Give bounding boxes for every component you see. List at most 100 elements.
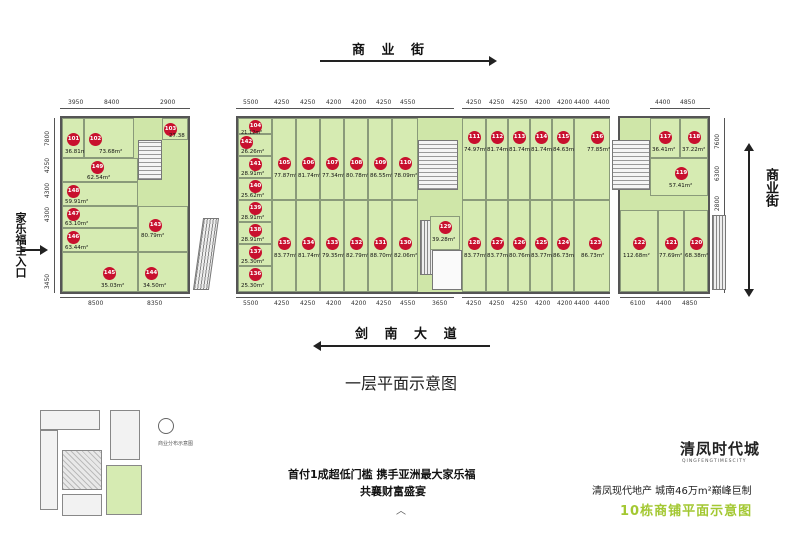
site-building-e	[106, 465, 142, 515]
dim-bottom-mid-1: 4250	[274, 300, 290, 307]
shop-area: 62.54m²	[87, 175, 111, 181]
ruler-bottom-mid	[236, 297, 454, 298]
shop-area: 81.74m²	[298, 173, 322, 179]
dim-left-4: 3450	[44, 273, 52, 290]
shop-id-badge: 121	[665, 237, 678, 250]
shop-id-badge: 139	[249, 202, 262, 215]
shop-id-badge: 114	[535, 131, 548, 144]
shop-107[interactable]: 107 77.34m²	[320, 118, 346, 200]
brand-subtitle: QINGFENGTIMESCITY	[682, 459, 747, 464]
shop-id-badge: 119	[675, 167, 688, 180]
shop-id-badge: 105	[278, 157, 291, 170]
shop-id-badge: 107	[326, 157, 339, 170]
shop-id-badge: 132	[350, 237, 363, 250]
dim-bottom-mid-3: 4200	[326, 300, 342, 307]
ruler-top-far	[650, 108, 710, 109]
shop-id-badge: 140	[249, 180, 262, 193]
street-top-arrow	[320, 56, 497, 66]
promo-line-1: 首付1成超低门槛 携手亚洲最大家乐福	[288, 468, 476, 481]
shop-area: 77.34m²	[322, 173, 346, 179]
dim-top-right-5: 4400	[574, 99, 590, 106]
shop-id-badge: 104	[249, 120, 262, 133]
shop-area: 86.55m²	[370, 173, 394, 179]
dim-left-0: 7800	[44, 130, 52, 147]
shop-id-badge: 142	[240, 136, 253, 149]
dim-bottom-right-3: 4200	[535, 300, 551, 307]
shop-id-badge: 108	[350, 157, 363, 170]
ruler-bottom-far	[620, 297, 710, 298]
shop-area: 25.62m²	[241, 193, 265, 199]
dim-bottom-mid-5: 4250	[376, 300, 392, 307]
shop-area: 83.77m²	[464, 253, 488, 259]
chevron-up-icon[interactable]: ︿	[396, 506, 406, 517]
ruler-left	[54, 118, 55, 293]
shop-area: 79.35m²	[322, 253, 346, 259]
ruler-bottom-right	[462, 297, 610, 298]
entrance-left-label: 家乐福主入口	[14, 212, 27, 278]
shop-id-badge: 116	[591, 131, 604, 144]
shop-id-badge: 148	[67, 185, 80, 198]
shop-area: 80.78m²	[346, 173, 370, 179]
dim-top-far-1: 4850	[680, 99, 696, 106]
shop-area: 63.44m²	[65, 245, 89, 251]
dim-top-right-1: 4250	[489, 99, 505, 106]
stair-core-center	[418, 140, 458, 190]
shop-area: 80.76m²	[509, 253, 533, 259]
ruler-right	[724, 118, 725, 293]
dim-bottom-right-1: 4250	[489, 300, 505, 307]
shop-id-badge: 118	[688, 131, 701, 144]
shop-id-badge: 141	[249, 158, 262, 171]
shop-108[interactable]: 108 80.78m²	[344, 118, 370, 200]
document-title: 10栋商铺平面示意图	[620, 504, 753, 519]
dim-bottom-center: 3650	[432, 300, 448, 307]
shop-area: 28.91m²	[241, 171, 265, 177]
